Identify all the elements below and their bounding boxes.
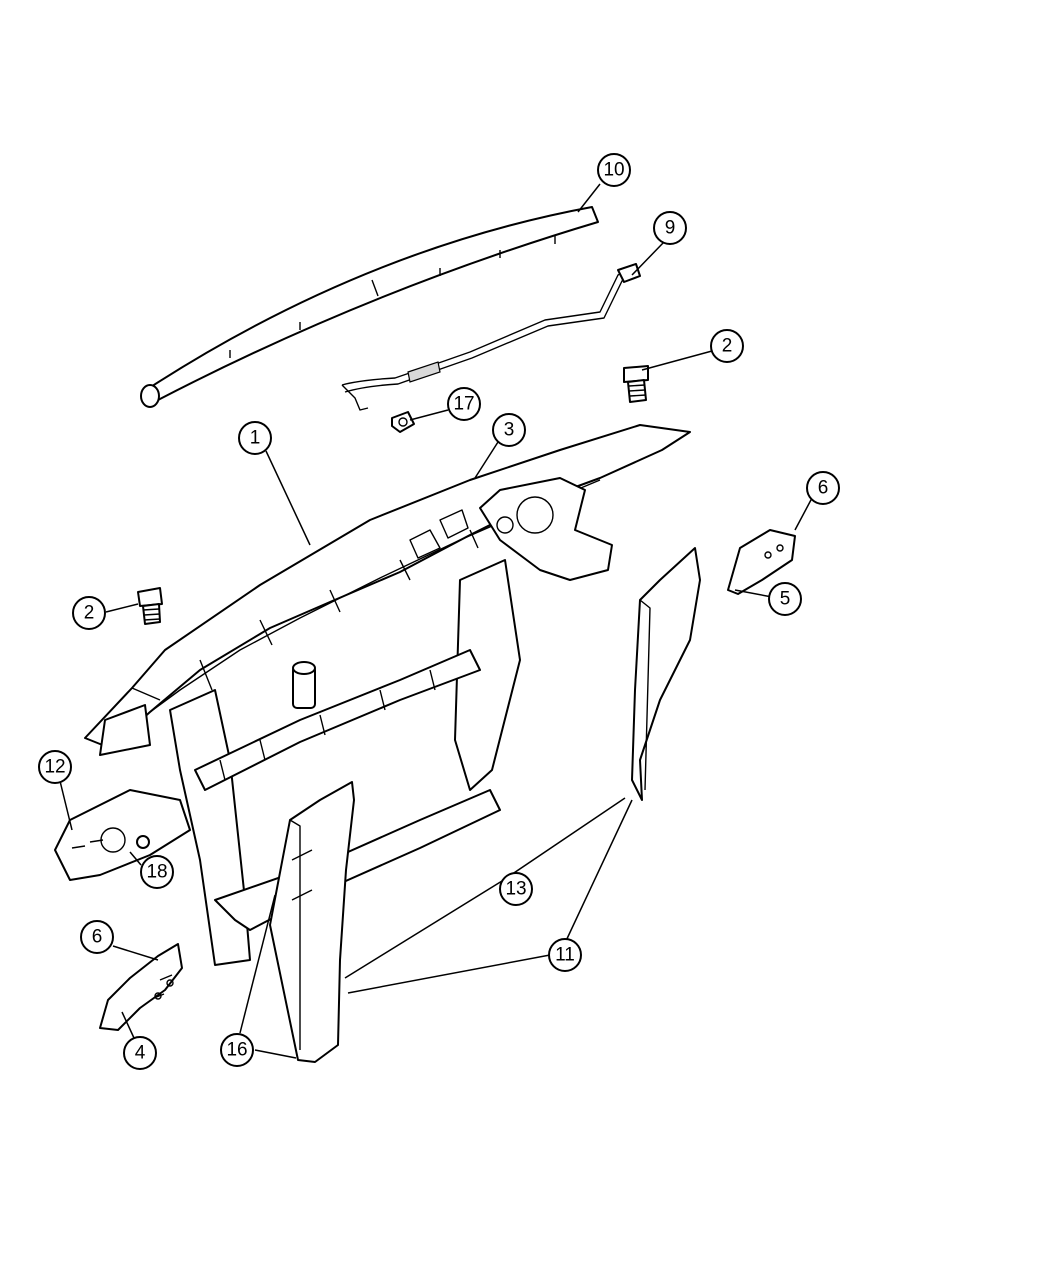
callout-5-label: 5 [780, 589, 791, 610]
bolt-part-left [137, 587, 163, 625]
callout-11: 11 [548, 938, 582, 972]
callout-6-lower: 6 [80, 920, 114, 954]
callout-18-label: 18 [146, 862, 167, 883]
hood-seal-part [140, 206, 599, 408]
callout-11-label: 11 [555, 945, 575, 966]
callout-13: 13 [499, 872, 533, 906]
callout-3: 3 [492, 413, 526, 447]
callout-5: 5 [768, 582, 802, 616]
callout-13-label: 13 [505, 879, 526, 900]
air-baffle-part-right [631, 547, 701, 801]
callout-6-upper-label: 6 [818, 478, 829, 499]
air-baffle-part-left [269, 781, 355, 1063]
callout-17: 17 [447, 387, 481, 421]
callout-9: 9 [653, 211, 687, 245]
callout-9-label: 9 [665, 218, 676, 239]
bracket-part-lower-left [99, 943, 183, 1031]
callout-3-label: 3 [504, 420, 515, 441]
clip-part [391, 411, 415, 433]
callout-4-label: 4 [135, 1043, 146, 1064]
radiator-support-part [84, 424, 691, 966]
callout-17-label: 17 [453, 394, 474, 415]
callout-10: 10 [597, 153, 631, 187]
hood-prop-rod-part [341, 263, 641, 411]
callout-2-left: 2 [72, 596, 106, 630]
callout-12-label: 12 [44, 757, 65, 778]
callout-2-upper-label: 2 [722, 336, 733, 357]
callout-6-upper: 6 [806, 471, 840, 505]
upper-reinforcement-part [409, 509, 469, 559]
callout-1-label: 1 [250, 428, 261, 449]
bushing-part [136, 835, 150, 849]
callout-1: 1 [238, 421, 272, 455]
callout-10-label: 10 [603, 160, 624, 181]
bolt-part-upper [623, 365, 649, 403]
callout-2-upper: 2 [710, 329, 744, 363]
callout-16-label: 16 [226, 1040, 247, 1061]
callout-4: 4 [123, 1036, 157, 1070]
callout-2-left-label: 2 [84, 603, 95, 624]
callout-6-lower-label: 6 [92, 927, 103, 948]
support-bracket-part-left [54, 789, 191, 881]
callout-12: 12 [38, 750, 72, 784]
callout-18: 18 [140, 855, 174, 889]
leader-lines [59, 183, 813, 1059]
callout-16: 16 [220, 1033, 254, 1067]
